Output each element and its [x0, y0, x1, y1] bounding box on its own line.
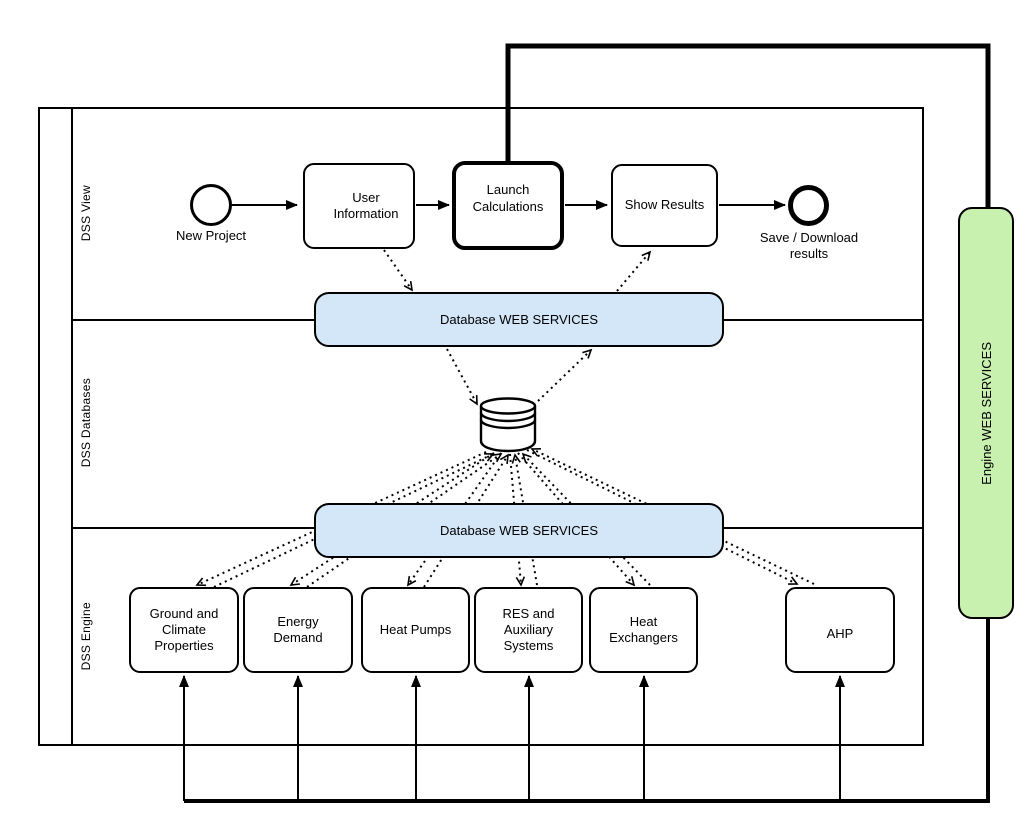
assoc-user-info-to-dbws	[383, 249, 414, 292]
assoc-datastore-to-res-aux	[509, 453, 526, 587]
module-energy-demand-label: Energy Demand	[273, 613, 323, 645]
database-web-services-bottom: Database WEB SERVICES	[314, 503, 724, 558]
engine-web-services: Engine WEB SERVICES	[958, 207, 1014, 619]
assoc-res-aux-to-datastore	[511, 453, 538, 586]
assoc-dbws-to-datastore	[446, 348, 478, 406]
assoc-dbws-to-show-results	[616, 250, 652, 292]
flow-engine-ws-return-bus	[184, 617, 990, 803]
module-heat-exchangers: Heat Exchangers	[589, 587, 698, 673]
pool-band-divider	[71, 107, 73, 746]
assoc-datastore-to-dbws	[537, 348, 593, 402]
engine-web-services-label: Engine WEB SERVICES	[978, 341, 994, 485]
task-show-results: Show Results	[611, 164, 718, 247]
module-heat-exchangers-label: Heat Exchangers	[609, 613, 678, 645]
pool-border	[38, 107, 924, 746]
task-user-information-label: User Information	[333, 189, 399, 221]
database-web-services-top-label: Database WEB SERVICES	[440, 312, 598, 327]
end-event-label: Save / Download results	[759, 230, 859, 261]
task-user-information: User Information	[303, 163, 415, 249]
module-ground-climate-properties: Ground and Climate Properties	[129, 587, 239, 673]
module-res-aux-label: RES and Auxiliary Systems	[502, 605, 555, 654]
data-store-cylinder-icon	[479, 397, 537, 453]
task-launch-calculations: Launch Calculations	[452, 161, 564, 250]
module-energy-demand: Energy Demand	[243, 587, 353, 673]
flow-launch-to-engine-ws	[505, 43, 991, 210]
module-ahp-label: AHP	[826, 625, 854, 641]
module-ahp: AHP	[785, 587, 895, 673]
database-web-services-top: Database WEB SERVICES	[314, 292, 724, 347]
start-event-new-project	[190, 184, 232, 226]
module-heat-pumps-label: Heat Pumps	[379, 621, 452, 637]
start-event-label: New Project	[175, 228, 247, 243]
assoc-datastore-to-ground-climate	[195, 451, 487, 587]
end-event-save-download	[788, 185, 829, 226]
task-show-results-label: Show Results	[624, 197, 705, 213]
module-res-auxiliary-systems: RES and Auxiliary Systems	[474, 587, 583, 673]
module-heat-pumps: Heat Pumps	[361, 587, 470, 673]
database-web-services-bottom-label: Database WEB SERVICES	[440, 523, 598, 538]
module-ground-climate-label: Ground and Climate Properties	[149, 605, 219, 654]
task-launch-calculations-label: Launch Calculations	[472, 182, 544, 214]
